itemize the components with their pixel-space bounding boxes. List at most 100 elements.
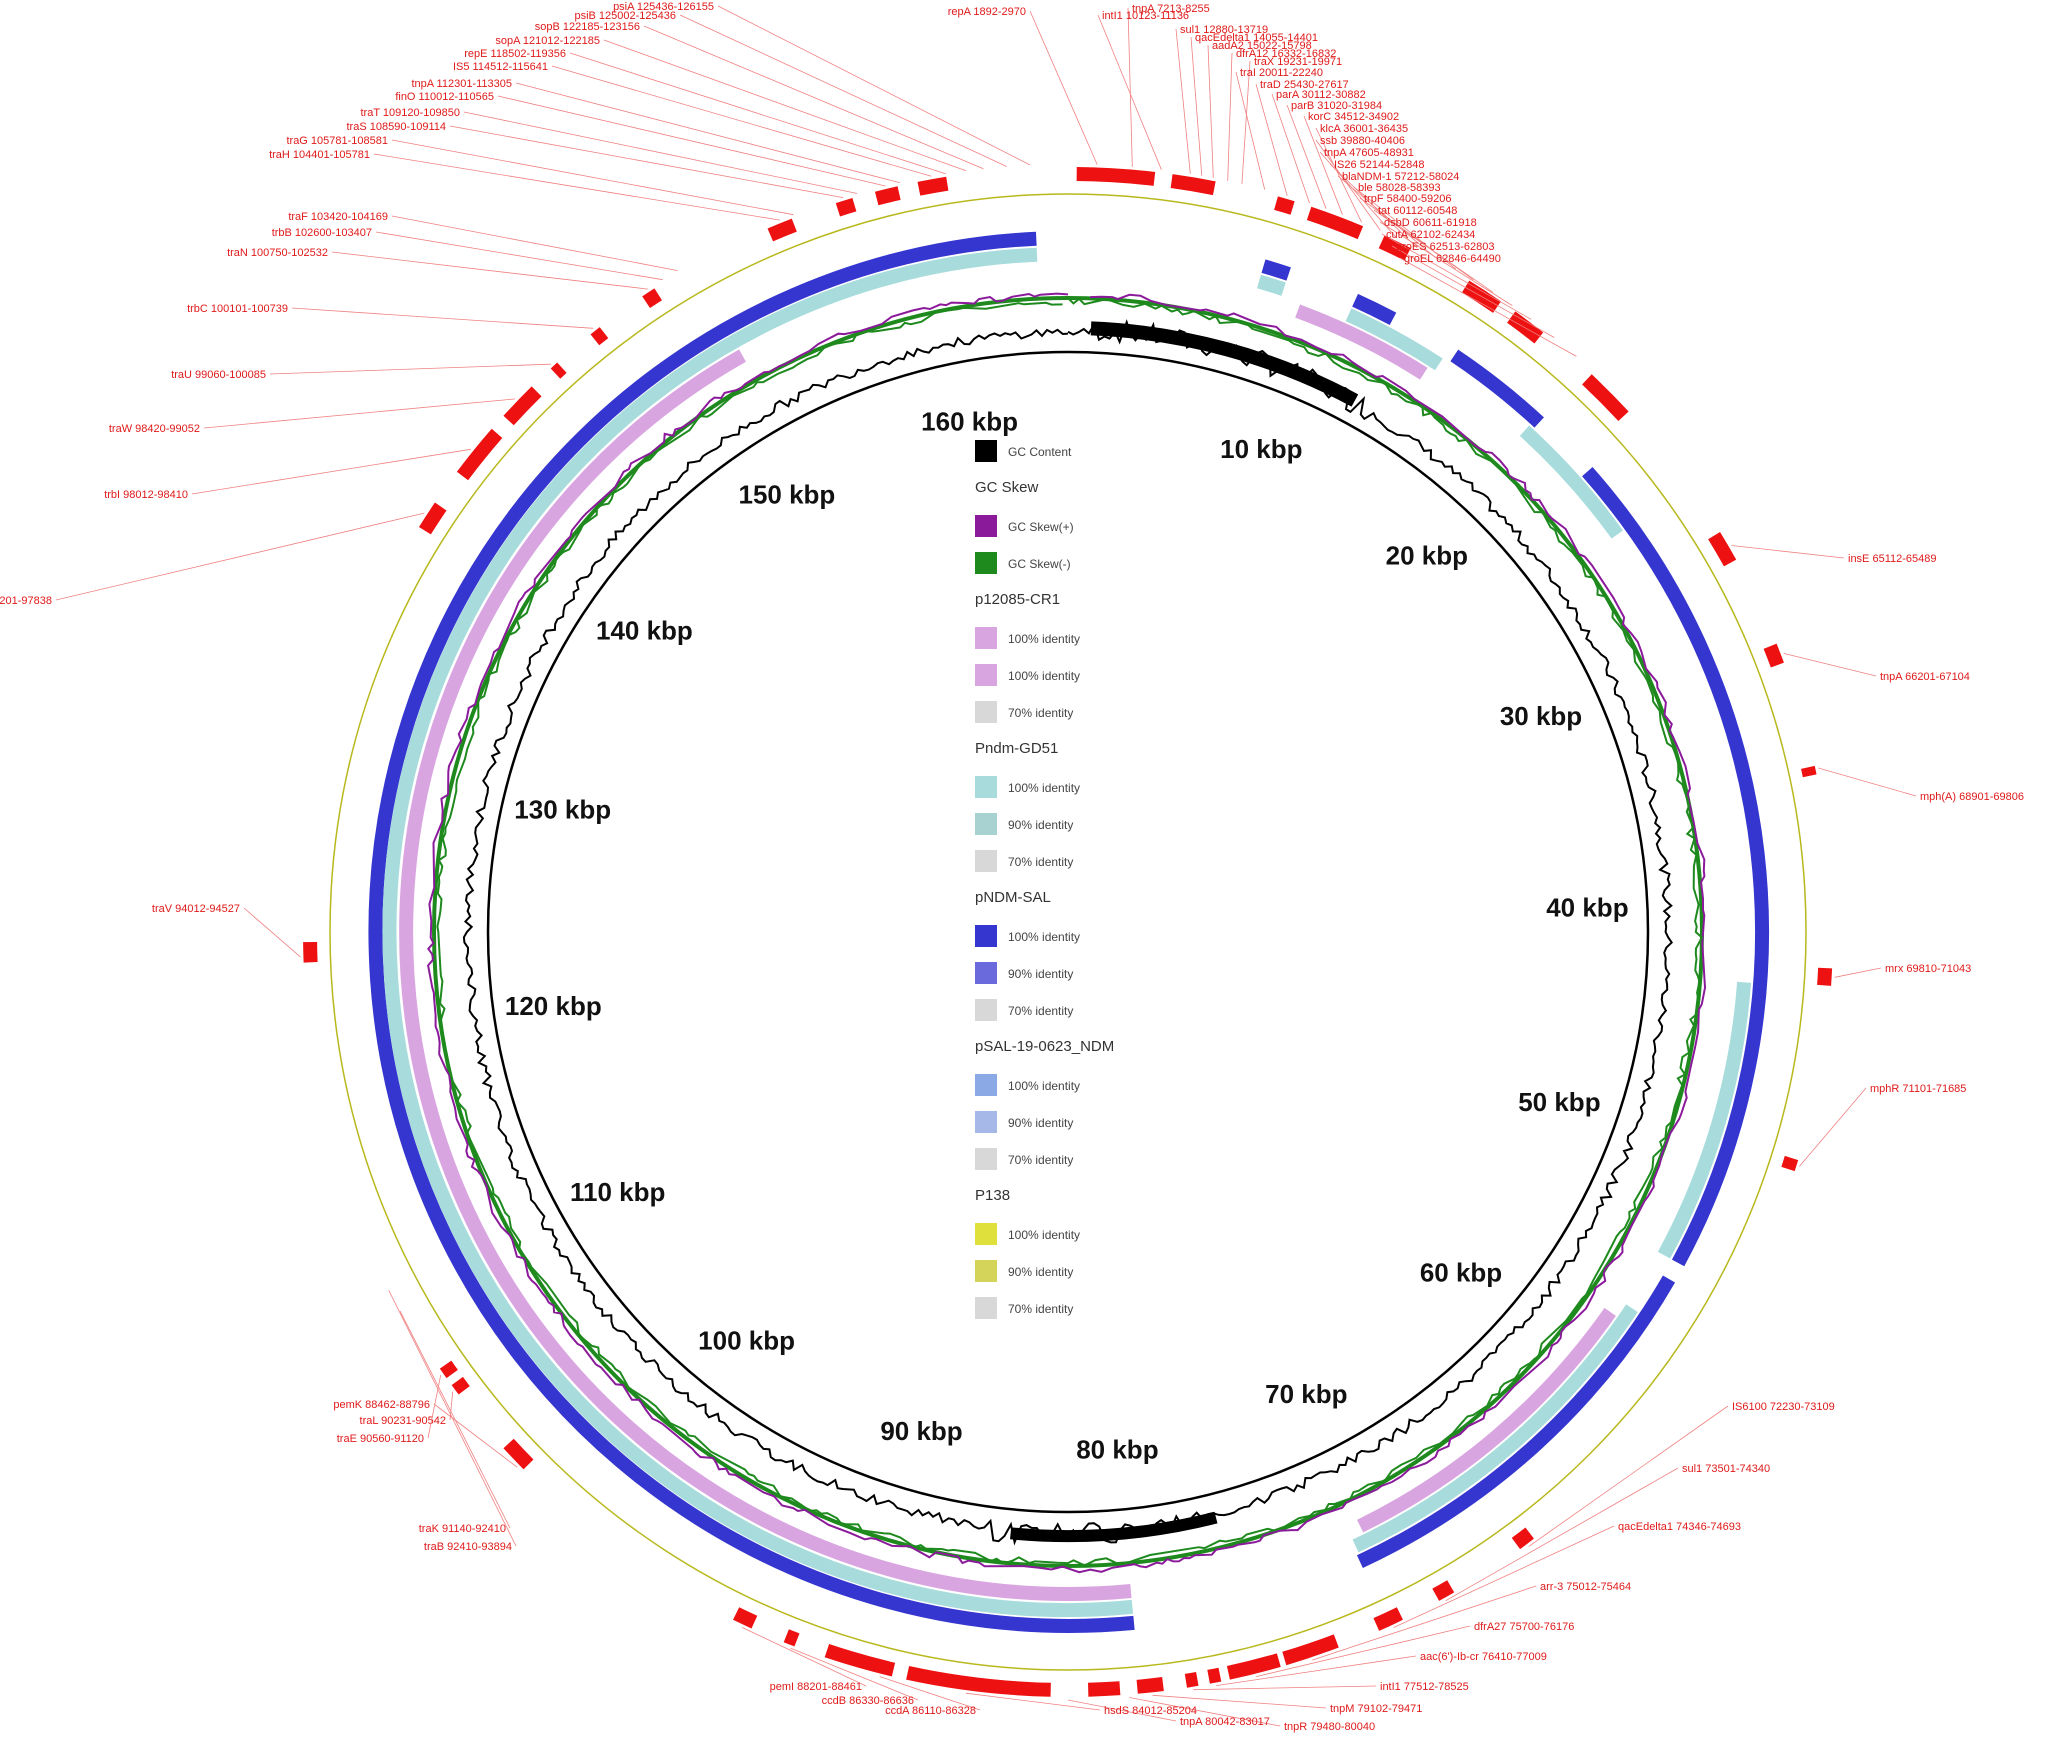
gene-block [550, 362, 567, 379]
backbone-circle [486, 350, 1650, 1514]
gene-leader-line [1783, 653, 1877, 677]
identity-rings [329, 193, 1807, 1671]
gene-leader-line [388, 1290, 517, 1547]
gene-block [1207, 1667, 1222, 1684]
tick-label: 30 kbp [1500, 701, 1582, 731]
tick-label: 110 kbp [570, 1177, 665, 1207]
gene-block [874, 186, 901, 206]
gene-leader-line [1528, 1405, 1729, 1547]
gene-leader-line [1175, 28, 1191, 174]
gene-leader-line [1315, 139, 1381, 231]
gene-label: parB 31020-31984 [1291, 100, 1382, 112]
legend-swatch [975, 999, 997, 1021]
gene-label: traN 100750-102532 [227, 247, 328, 259]
gene-leader-line [1379, 221, 1513, 306]
gene-block [1136, 1677, 1164, 1694]
gene-leader-line [1152, 1694, 1327, 1709]
ring-pndm-sal [1356, 1275, 1676, 1568]
gene-label: groEL 62846-64490 [1404, 253, 1501, 265]
legend-swatch [975, 1297, 997, 1319]
gene-block [1763, 643, 1784, 668]
legend-item-label: 100% identity [1008, 1079, 1080, 1093]
gene-blocks [303, 167, 1833, 1697]
gc-content-dense [1090, 321, 1359, 407]
gene-leader-line [1312, 1585, 1537, 1661]
legend-label-gc-skew-minus: GC Skew(-) [1008, 557, 1071, 571]
gene-label: psiB 125002-125436 [574, 10, 676, 22]
ring-pndm-gd51 [1519, 425, 1623, 539]
gene-label: tnpA 66201-67104 [1880, 671, 1970, 683]
gene-block [824, 1643, 896, 1677]
legend-swatch [975, 1111, 997, 1133]
gene-leader-line [790, 1647, 919, 1701]
legend-swatch [975, 664, 997, 686]
gene-label: sopB 122185-123156 [535, 21, 640, 33]
gene-leader-line [717, 5, 1031, 166]
legend-label-gc-skew-plus: GC Skew(+) [1008, 520, 1074, 534]
gene-leader-line [55, 512, 425, 601]
gene-label: pemK 88462-88796 [333, 1399, 430, 1411]
gene-label: traL 90231-90542 [360, 1415, 446, 1427]
gc-content-dense [1010, 1511, 1218, 1543]
gene-leader-line [391, 215, 678, 271]
gene-leader-line [1190, 36, 1203, 176]
ring-pndm-gd51 [1257, 274, 1286, 296]
gene-leader-line [1391, 245, 1555, 338]
gene-block [1708, 531, 1737, 567]
legend-swatch [975, 962, 997, 984]
legend-head-group: Pndm-GD51 [975, 740, 1058, 757]
gene-label: traT 109120-109850 [361, 107, 461, 119]
tick-label: 140 kbp [596, 615, 693, 645]
legend-swatch [975, 925, 997, 947]
gene-block [1088, 1681, 1121, 1697]
gene-leader-line [1255, 83, 1288, 197]
gene-leader-line [1399, 257, 1577, 357]
ring-p12085-cr1 [1295, 304, 1428, 380]
gene-leader-line [551, 65, 932, 177]
gene-leader-line [1256, 1625, 1471, 1677]
gene-label: traG 105781-108581 [286, 135, 388, 147]
gc-tracks [427, 292, 1707, 1574]
gene-block [590, 327, 609, 346]
gene-block [1226, 1653, 1281, 1680]
ring-p138-outline [329, 193, 1807, 1671]
gene-label: traV 94012-94527 [152, 903, 240, 915]
tick-label: 70 kbp [1265, 1379, 1347, 1409]
legend-item-label: 70% identity [1008, 1302, 1073, 1316]
tick-label: 50 kbp [1518, 1087, 1600, 1117]
gene-block [835, 197, 857, 217]
gene-label: traH 104401-105781 [269, 149, 370, 161]
gene-leader-line [291, 307, 594, 329]
gene-block [456, 428, 503, 481]
gene-leader-line [243, 907, 301, 958]
gene-leader-line [1303, 115, 1343, 215]
gene-leader-line [1067, 1699, 1177, 1722]
legend-swatch [975, 1223, 997, 1245]
gene-label: traS 108590-109114 [347, 121, 447, 133]
gene-leader-line [1286, 104, 1327, 209]
tick-label: 100 kbp [698, 1326, 795, 1356]
ring-pndm-sal [1450, 349, 1544, 428]
legend-head-group: pNDM-SAL [975, 889, 1051, 906]
legend-item-label: 70% identity [1008, 1004, 1073, 1018]
gene-label: ssb 39880-40406 [1320, 135, 1405, 147]
gene-label: ccdA 86110-86328 [885, 1705, 976, 1717]
gene-leader-line [427, 1375, 442, 1439]
gene-leader-line [191, 448, 471, 495]
legend-item-label: 100% identity [1008, 669, 1080, 683]
gc-skew-base [432, 296, 1704, 1568]
ring-pndm-gd51 [1657, 981, 1752, 1259]
gene-leader-line [742, 1627, 867, 1687]
gene-label: trbC 100101-100739 [187, 303, 288, 315]
gene-leader-line [1818, 767, 1917, 797]
legend-item-label: 100% identity [1008, 1228, 1080, 1242]
legend-item-label: 90% identity [1008, 818, 1073, 832]
gene-block [1378, 235, 1411, 261]
ring-pndm-sal [1352, 293, 1397, 325]
ring-pndm-gd51 [382, 247, 1134, 1618]
gene-label: arr-3 75012-75464 [1540, 1581, 1631, 1593]
gene-label: ble 58028-58393 [1358, 182, 1441, 194]
gene-label: traX 19231-19971 [1254, 56, 1342, 68]
gene-label: blaNDM-1 57212-58024 [1342, 171, 1459, 183]
